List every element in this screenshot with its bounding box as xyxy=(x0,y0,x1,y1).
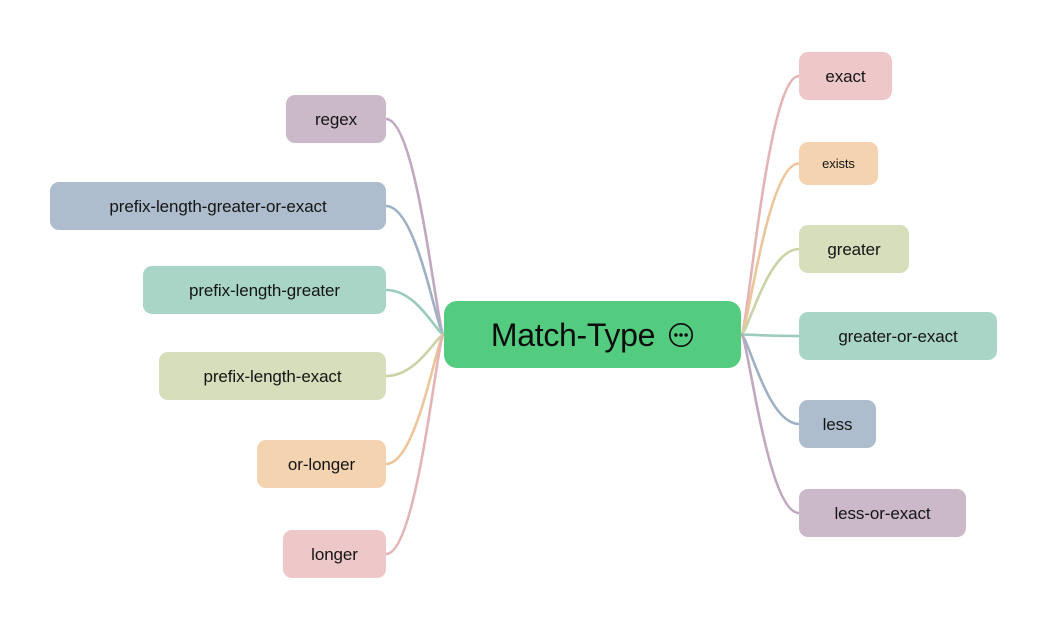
branch-node-regex[interactable]: regex xyxy=(286,95,386,143)
branch-node-exact[interactable]: exact xyxy=(799,52,892,100)
branch-node-label: less xyxy=(822,414,853,434)
branch-node-label: or-longer xyxy=(287,454,356,474)
branch-node-label: prefix-length-greater-or-exact xyxy=(109,196,327,216)
branch-node-longer[interactable]: longer xyxy=(283,530,386,578)
branch-node-greater[interactable]: greater xyxy=(799,225,909,273)
branch-node-exists[interactable]: exists xyxy=(799,142,878,185)
branch-node-greater-or-exact[interactable]: greater-or-exact xyxy=(799,312,997,360)
connector-less-or-exact xyxy=(739,333,801,515)
branch-node-label: less-or-exact xyxy=(834,503,931,523)
connector-exact xyxy=(739,74,801,336)
connector-or-longer xyxy=(384,333,446,466)
branch-node-label: prefix-length-greater xyxy=(189,280,340,300)
branch-node-label: exact xyxy=(825,66,866,86)
connector-less xyxy=(739,333,801,426)
connector-longer xyxy=(384,333,446,556)
branch-node-label: prefix-length-exact xyxy=(203,366,342,386)
branch-node-label: greater-or-exact xyxy=(838,326,958,346)
connector-greater xyxy=(739,247,801,336)
branch-node-label: greater xyxy=(827,239,881,259)
center-node-label: Match-Type xyxy=(490,316,656,353)
branch-node-label: exists xyxy=(822,156,855,171)
center-node-match-type[interactable]: Match-Type xyxy=(444,301,741,368)
connector-prefix-length-greater-or-exact xyxy=(384,204,446,336)
branch-node-prefix-length-exact[interactable]: prefix-length-exact xyxy=(159,352,386,400)
connector-exists xyxy=(739,162,801,336)
branch-node-label: longer xyxy=(311,544,358,564)
branch-node-less-or-exact[interactable]: less-or-exact xyxy=(799,489,966,537)
branch-node-prefix-length-greater[interactable]: prefix-length-greater xyxy=(143,266,386,314)
ellipsis-circle-icon[interactable] xyxy=(668,322,694,348)
branch-node-or-longer[interactable]: or-longer xyxy=(257,440,386,488)
branch-node-prefix-length-greater-or-exact[interactable]: prefix-length-greater-or-exact xyxy=(50,182,386,230)
branch-node-label: regex xyxy=(314,109,358,129)
connector-greater-or-exact xyxy=(739,333,801,338)
connector-prefix-length-exact xyxy=(384,333,446,378)
connector-prefix-length-greater xyxy=(384,288,446,336)
connector-regex xyxy=(384,117,446,336)
branch-node-less[interactable]: less xyxy=(799,400,876,448)
